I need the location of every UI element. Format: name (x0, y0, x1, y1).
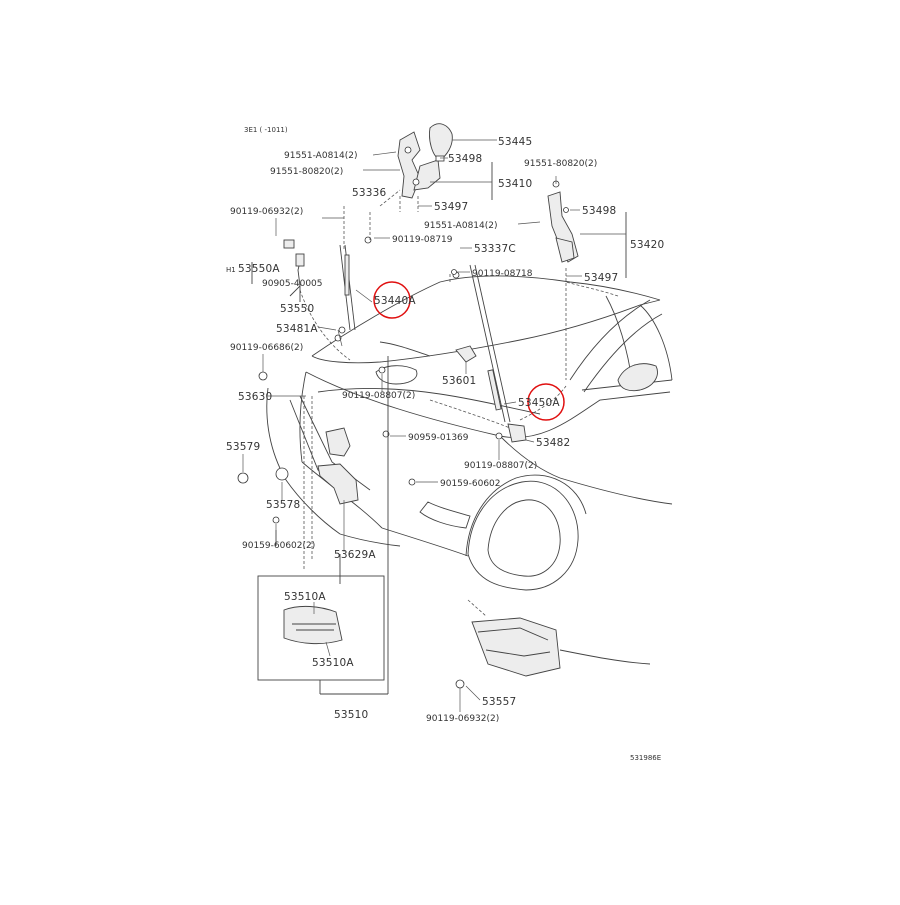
highlight-circle-53450a (527, 383, 565, 421)
hood-support-rod (283, 239, 431, 357)
label-53550: 53550 (280, 303, 314, 315)
label-53497-right: 53497 (584, 272, 618, 284)
label-90905-40005: 90905-40005 (262, 279, 323, 289)
label-53498-right: 53498 (582, 205, 616, 217)
lower-panel (455, 617, 651, 689)
label-91551-a0814-mid: 91551-A0814(2) (424, 221, 498, 231)
left-hood-strut (338, 236, 372, 334)
figure-code: 531986E (630, 754, 661, 762)
part-labels: 3E1 ( -1011) 53445 53498 53410 53497 915… (226, 126, 664, 762)
highlight-circle-53440a (373, 281, 411, 319)
small-fasteners (258, 269, 503, 486)
label-53410: 53410 (498, 178, 532, 190)
label-90119-06686: 90119-06686(2) (230, 343, 303, 353)
label-53510a-top: 53510A (284, 591, 326, 603)
label-90119-08807-left: 90119-08807(2) (342, 391, 415, 401)
label-53510a-bottom: 53510A (312, 657, 354, 669)
guide-lines (299, 189, 619, 617)
label-53550a: 53550A (238, 263, 280, 275)
label-53579: 53579 (226, 441, 260, 453)
label-53557: 53557 (482, 696, 516, 708)
label-53578: 53578 (266, 499, 300, 511)
label-53420: 53420 (630, 239, 664, 251)
header-note: 3E1 ( -1011) (244, 126, 288, 134)
label-90159-60602: 90159-60602 (440, 479, 501, 489)
label-53630: 53630 (238, 391, 272, 403)
bolt-icon (404, 146, 412, 154)
label-90159-60602-2: 90159-60602(2) (242, 541, 315, 551)
label-53450a: 53450A (518, 397, 560, 409)
side-mark: H1 (226, 266, 236, 274)
label-53336: 53336 (352, 187, 387, 199)
label-53440a: 53440A (374, 295, 416, 307)
label-53445: 53445 (498, 136, 532, 148)
label-53498-top: 53498 (448, 153, 482, 165)
label-53337c: 53337C (474, 243, 516, 255)
right-hinge (547, 180, 579, 263)
label-53482: 53482 (536, 437, 570, 449)
label-90119-08807-right: 90119-08807(2) (464, 461, 537, 471)
hinge-cover (429, 123, 453, 162)
label-90119-08719: 90119-08719 (392, 235, 453, 245)
label-53601: 53601 (442, 375, 476, 387)
clip-icon (435, 155, 445, 162)
label-53629a: 53629A (334, 549, 376, 561)
label-90119-06932-bottom: 90119-06932(2) (426, 714, 499, 724)
label-53497-top: 53497 (434, 201, 468, 213)
label-brackets (251, 162, 627, 584)
bolt-icon (412, 178, 420, 186)
hood-lock (237, 427, 359, 524)
leader-lines (242, 139, 626, 712)
label-53510: 53510 (334, 709, 368, 721)
right-hood-strut (452, 264, 527, 443)
kit-box (257, 356, 389, 695)
left-hinge (397, 131, 441, 199)
label-91551-80820-right: 91551-80820(2) (524, 159, 597, 169)
label-90119-06932-top: 90119-06932(2) (230, 207, 303, 217)
label-91551-80820-left: 91551-80820(2) (270, 167, 343, 177)
label-53481a: 53481A (276, 323, 318, 335)
label-90119-08718: 90119-08718 (472, 269, 533, 279)
label-90959-01369: 90959-01369 (408, 433, 469, 443)
bolt-icon (563, 207, 569, 213)
label-91551-a0814-top: 91551-A0814(2) (284, 151, 358, 161)
